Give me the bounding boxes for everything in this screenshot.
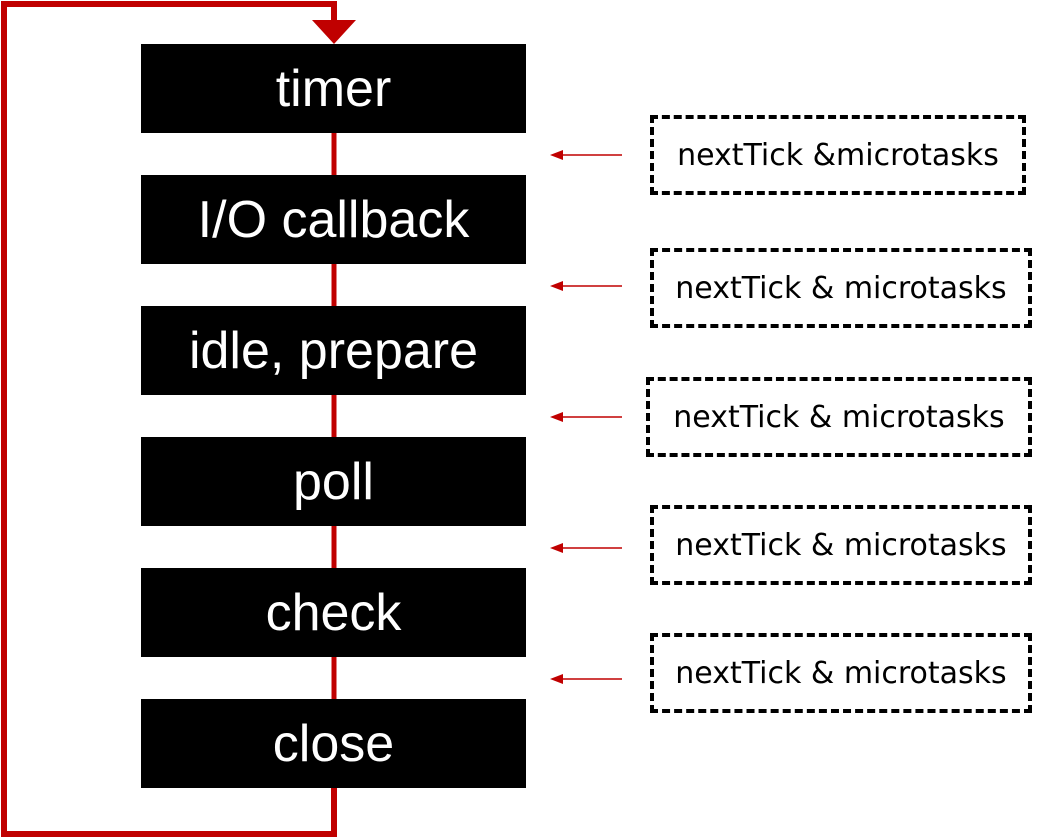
note-arrow — [550, 543, 622, 553]
note-label: nextTick & microtasks — [675, 270, 1007, 306]
phase-timer: timer — [141, 44, 526, 133]
note-label: nextTick & microtasks — [673, 399, 1005, 435]
phase-label: poll — [293, 452, 374, 511]
note-arrow — [550, 150, 622, 160]
loop-entry-arrowhead — [312, 20, 356, 44]
note-microtasks: nextTick & microtasks — [650, 505, 1032, 585]
note-microtasks: nextTick & microtasks — [650, 248, 1032, 328]
phase-label: close — [272, 714, 395, 773]
note-arrow — [550, 281, 622, 291]
phase-label: idle, prepare — [188, 321, 479, 380]
phase-label: check — [265, 583, 402, 642]
note-label: nextTick & microtasks — [675, 527, 1007, 563]
phase-check: check — [141, 568, 526, 657]
phase-close: close — [141, 699, 526, 788]
note-microtasks: nextTick & microtasks — [650, 633, 1032, 713]
phase-label: timer — [275, 59, 392, 118]
loop-back-line — [1, 1, 337, 837]
phase-label: I/O callback — [197, 190, 470, 249]
note-label: nextTick & microtasks — [675, 655, 1007, 691]
phase-io-callback: I/O callback — [141, 175, 526, 264]
note-arrow — [550, 412, 622, 422]
note-microtasks: nextTick & microtasks — [646, 377, 1032, 457]
note-label: nextTick &microtasks — [677, 137, 999, 173]
note-microtasks: nextTick &microtasks — [650, 115, 1026, 195]
phase-idle-prepare: idle, prepare — [141, 306, 526, 395]
phase-poll: poll — [141, 437, 526, 526]
note-arrow — [550, 674, 622, 684]
